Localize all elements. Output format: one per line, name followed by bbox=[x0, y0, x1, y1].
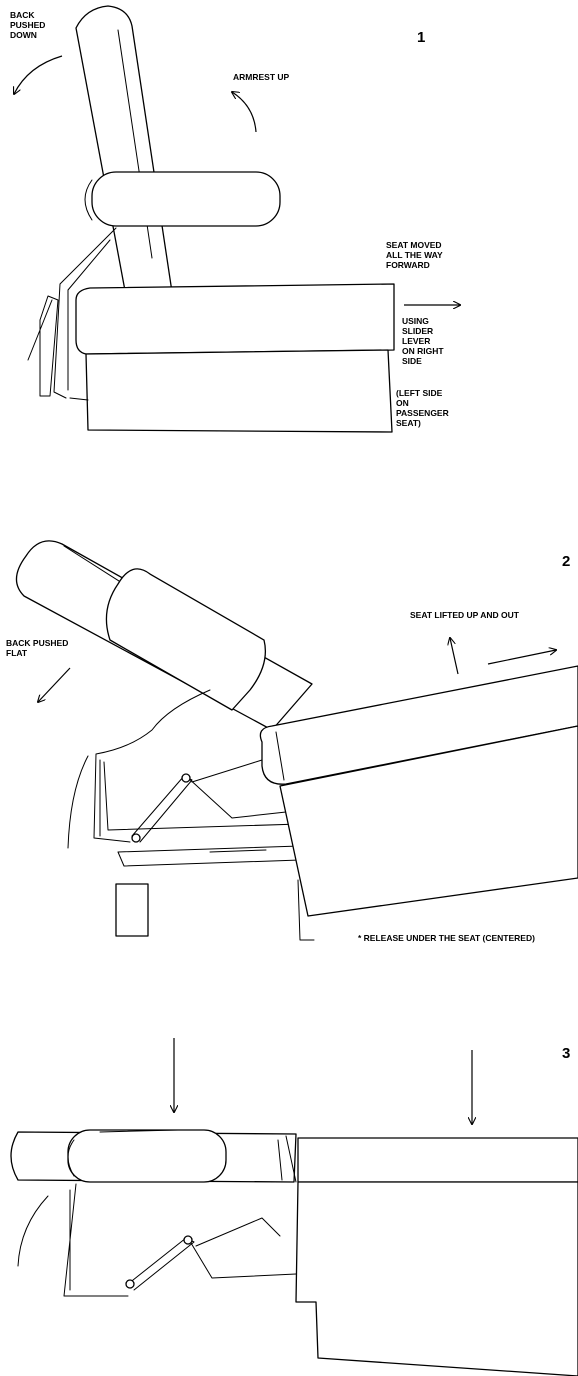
step-2-rear-frame bbox=[67, 689, 211, 849]
back-flat-arrow bbox=[38, 667, 71, 702]
step-1-rear-frame bbox=[39, 227, 117, 399]
step-1-side-label-line: (LEFT SIDE bbox=[396, 388, 443, 398]
step-3-number: 3 bbox=[562, 1045, 570, 1062]
step-2-back-label-line: FLAT bbox=[6, 648, 28, 658]
step-1-back-label-line: DOWN bbox=[10, 30, 37, 40]
step-1-slider-label-line: USING bbox=[402, 316, 429, 326]
step-1-back-label-line: PUSHED bbox=[10, 20, 45, 30]
step-3: 3 bbox=[10, 1038, 578, 1376]
step-1-seat-label-line: SEAT MOVED bbox=[386, 240, 442, 250]
step-1-seat-base bbox=[85, 349, 393, 433]
step-2: 2 BACK PUSHED FLAT SEAT LIFTED UP AND OU… bbox=[6, 540, 578, 943]
step-2-seat-cushion bbox=[259, 665, 578, 785]
seat-out-arrow bbox=[487, 650, 556, 665]
step-1-side-label-line: SEAT) bbox=[396, 418, 421, 428]
step-1-side-label: (LEFT SIDE ON PASSENGER SEAT) bbox=[396, 388, 451, 428]
step-2-rail bbox=[117, 845, 301, 867]
step-1-armrest-label: ARMREST UP bbox=[233, 72, 290, 82]
step-3-linkage bbox=[127, 1217, 297, 1291]
step-2-base-block bbox=[115, 883, 149, 937]
step-2-back-label: BACK PUSHED FLAT bbox=[6, 638, 71, 658]
step-1-slider-label-line: SIDE bbox=[402, 356, 422, 366]
step-2-seat-base bbox=[279, 725, 578, 917]
step-1-number: 1 bbox=[417, 29, 425, 46]
step-1-seat-label-line: ALL THE WAY bbox=[386, 250, 443, 260]
step-1-seat-label: SEAT MOVED ALL THE WAY FORWARD bbox=[386, 240, 445, 270]
back-down-arrow bbox=[14, 55, 63, 94]
step-3-seat-cushion bbox=[297, 1137, 578, 1183]
step-1-seat-label-line: FORWARD bbox=[386, 260, 430, 270]
step-1-slider-label-line: SLIDER bbox=[402, 326, 433, 336]
step-1-slider-label-line: LEVER bbox=[402, 336, 430, 346]
step-2-seat-label: SEAT LIFTED UP AND OUT bbox=[410, 610, 520, 620]
step-1-back-label: BACK PUSHED DOWN bbox=[10, 10, 48, 40]
step-1-slider-label-line: ON RIGHT bbox=[402, 346, 444, 356]
armrest-up-arrow bbox=[232, 92, 257, 133]
step-2-armrest bbox=[105, 568, 267, 711]
step-1-side-label-line: PASSENGER bbox=[396, 408, 449, 418]
step-3-armrest bbox=[67, 1129, 227, 1183]
step-2-back-label-line: BACK PUSHED bbox=[6, 638, 68, 648]
step-1-back-label-line: BACK bbox=[10, 10, 35, 20]
step-3-frame bbox=[17, 1183, 129, 1297]
step-1-armrest bbox=[91, 171, 281, 227]
step-3-seat-base bbox=[295, 1181, 578, 1376]
step-2-release-label: * RELEASE UNDER THE SEAT (CENTERED) bbox=[358, 933, 535, 943]
step-2-number: 2 bbox=[562, 553, 570, 570]
step-1-side-label-line: ON bbox=[396, 398, 409, 408]
step-1: 1 BACK PUSHED DOWN ARMREST UP SEAT MOVED… bbox=[10, 5, 460, 433]
step-1-seat-cushion bbox=[75, 283, 395, 355]
step-1-slider-label: USING SLIDER LEVER ON RIGHT SIDE bbox=[402, 316, 446, 366]
seat-lift-arrow bbox=[450, 638, 459, 675]
step-1-seat-back bbox=[75, 5, 173, 297]
